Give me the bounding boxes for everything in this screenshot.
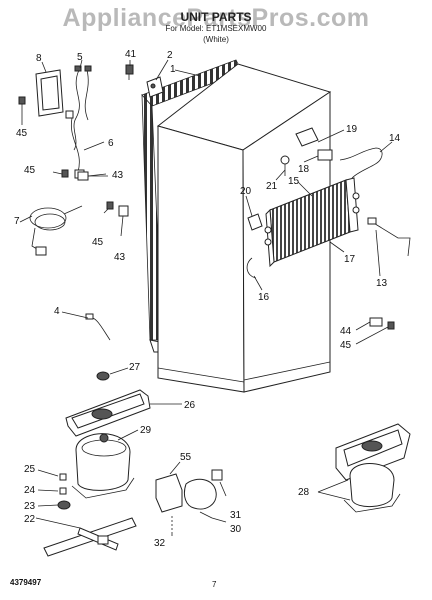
callout-45: 45 xyxy=(24,165,36,176)
callout-2: 2 xyxy=(167,50,173,61)
callout-29: 29 xyxy=(140,425,152,436)
callout-45: 45 xyxy=(92,237,104,248)
callout-1: 1 xyxy=(170,64,176,75)
bracket-part xyxy=(146,76,164,98)
callout-45: 45 xyxy=(340,340,352,351)
screw-part xyxy=(18,96,26,112)
clip-part xyxy=(118,205,129,237)
screw-part xyxy=(52,169,69,178)
callout-7: 7 xyxy=(14,216,20,227)
callout-14: 14 xyxy=(389,133,401,144)
callout-labels: 41 2 1 8 5 45 6 45 43 7 45 43 19 14 18 2… xyxy=(14,49,401,549)
screw-part xyxy=(103,201,114,214)
callout-45: 45 xyxy=(16,128,28,139)
screw-part xyxy=(125,64,134,80)
callout-28: 28 xyxy=(298,487,310,498)
clip-part xyxy=(369,317,395,330)
callout-6: 6 xyxy=(108,138,114,149)
callout-15: 15 xyxy=(288,176,300,187)
callout-20: 20 xyxy=(240,186,252,197)
model-line: For Model: ET1MSEXMW00 xyxy=(165,24,267,33)
control-part xyxy=(280,127,333,176)
callout-19: 19 xyxy=(346,124,358,135)
callout-27: 27 xyxy=(129,362,141,373)
color-line: (White) xyxy=(203,35,229,44)
leader-lines xyxy=(19,59,393,536)
callout-55: 55 xyxy=(180,452,192,463)
callout-16: 16 xyxy=(258,292,270,303)
callout-31: 31 xyxy=(230,510,242,521)
callout-43: 43 xyxy=(114,252,126,263)
evaporator-coil xyxy=(264,177,360,268)
heater-terminal xyxy=(247,213,263,231)
thermistor-probe xyxy=(367,217,411,257)
callout-43: 43 xyxy=(112,170,124,181)
drain-tube xyxy=(85,313,111,341)
callout-30: 30 xyxy=(230,524,242,535)
callout-41: 41 xyxy=(125,49,137,60)
callout-25: 25 xyxy=(24,464,36,475)
callout-4: 4 xyxy=(54,306,60,317)
page-number: 7 xyxy=(212,580,217,589)
grommet-part xyxy=(96,371,110,381)
callout-32: 32 xyxy=(154,538,166,549)
watermark: AppliancePartsPros.com xyxy=(62,4,370,32)
callout-21: 21 xyxy=(266,181,278,192)
document-number: 4379497 xyxy=(10,578,42,587)
callout-18: 18 xyxy=(298,164,310,175)
defrost-heater-wire xyxy=(246,257,257,279)
diagram-title: UNIT PARTS xyxy=(180,10,252,24)
callout-26: 26 xyxy=(184,400,196,411)
callout-44: 44 xyxy=(340,326,352,337)
callout-22: 22 xyxy=(24,514,36,525)
compressor-alt xyxy=(335,423,411,513)
access-cover-part xyxy=(35,69,64,117)
callout-8: 8 xyxy=(36,53,42,64)
callout-17: 17 xyxy=(344,254,356,265)
compressor-base-rail xyxy=(43,517,137,557)
callout-5: 5 xyxy=(77,52,83,63)
callout-13: 13 xyxy=(376,278,388,289)
callout-24: 24 xyxy=(24,485,36,496)
clip-part xyxy=(77,171,108,181)
wire-harness xyxy=(65,65,92,179)
drain-pan xyxy=(65,389,151,437)
start-relay xyxy=(155,469,223,532)
lead-wire xyxy=(339,147,383,179)
callout-23: 23 xyxy=(24,501,36,512)
compressor-clip xyxy=(57,473,71,510)
compressor xyxy=(71,433,135,499)
power-cord xyxy=(29,205,83,256)
